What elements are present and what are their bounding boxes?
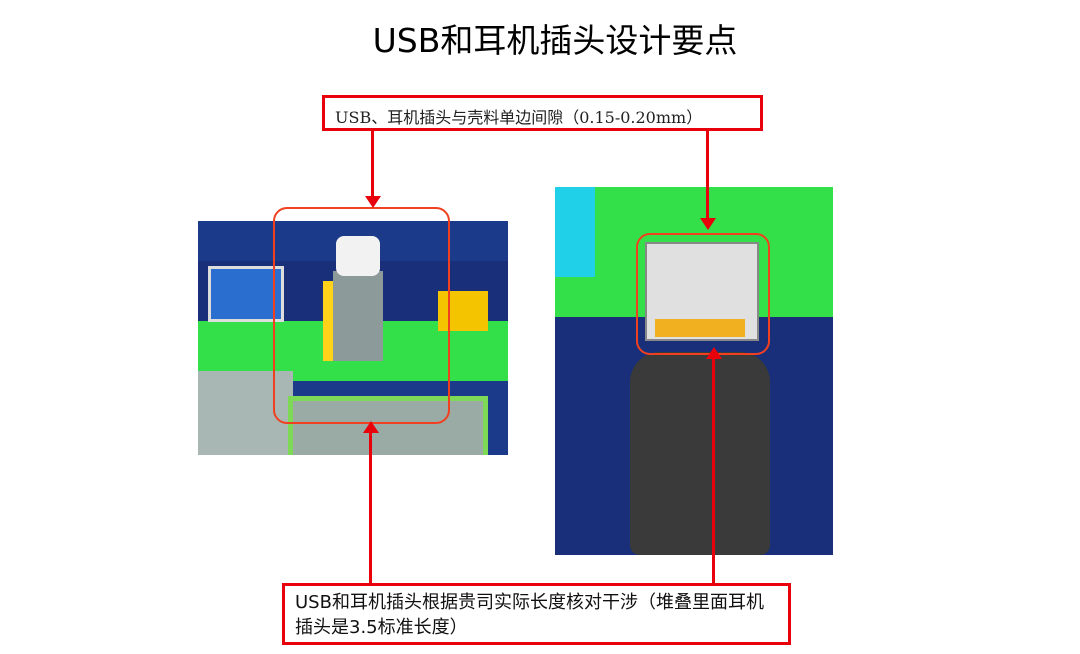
arrow-line [369,432,372,584]
arrow-down-icon [700,218,716,230]
arrow-line [706,130,709,222]
arrow-up-icon [363,421,379,433]
arrow-line [371,130,374,200]
arrow-up-icon [706,347,722,359]
arrow-down-icon [365,196,381,208]
slide-title: USB和耳机插头设计要点 [372,21,738,60]
arrow-line [712,358,715,584]
usb-plug-cad-image [555,187,833,555]
usb-highlight-ring [636,233,770,355]
interference-note: USB和耳机插头根据贵司实际长度核对干涉（堆叠里面耳机插头是3.5标准长度） [282,583,791,645]
earphone-highlight-ring [273,207,450,424]
clearance-note: USB、耳机插头与壳料单边间隙（0.15-0.20mm） [322,95,763,131]
earphone-jack-cad-image [198,221,508,455]
